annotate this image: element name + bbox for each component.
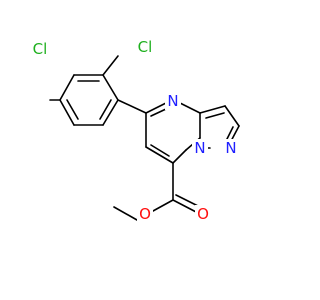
chlorine-label: Cl bbox=[138, 38, 153, 56]
bond bbox=[59, 99, 75, 126]
bond bbox=[179, 102, 201, 114]
oxygen-label: O bbox=[139, 205, 151, 223]
bond bbox=[145, 146, 174, 164]
nitrogen-label: N bbox=[167, 92, 178, 110]
label-background bbox=[137, 205, 153, 223]
double-bond-inner bbox=[66, 99, 79, 120]
label-background bbox=[165, 92, 181, 110]
bond bbox=[102, 99, 119, 126]
atom-n-pyrazole: N bbox=[223, 139, 239, 157]
bond-to-methyl bbox=[113, 206, 138, 221]
ester-group bbox=[113, 162, 201, 221]
dichlorophenyl-ring bbox=[59, 74, 119, 126]
label-background bbox=[195, 205, 211, 223]
atom-n-pyrimidine: N bbox=[165, 92, 181, 110]
bond bbox=[59, 74, 75, 101]
double-bond-inner bbox=[205, 112, 225, 119]
double-bond-inner bbox=[99, 99, 112, 120]
double-bond-inner bbox=[150, 108, 167, 117]
label-background bbox=[223, 139, 239, 157]
bond bbox=[145, 102, 167, 114]
atom-cl-top: Cl bbox=[138, 38, 153, 56]
bond-to-carbonyl-o bbox=[172, 199, 199, 214]
atom-cl-left: Cl bbox=[33, 40, 48, 58]
bond bbox=[172, 149, 187, 164]
oxygen-label: O bbox=[197, 205, 209, 223]
atom-o-ester: O bbox=[137, 205, 153, 223]
bond-phenyl-pyrimidine bbox=[117, 99, 147, 114]
nitrogen-label: N bbox=[194, 139, 205, 157]
molecule-structure-diagram: Cl Cl N N N O O bbox=[33, 38, 240, 223]
bond bbox=[102, 74, 119, 101]
bond bbox=[224, 105, 240, 127]
chlorine-label: Cl bbox=[33, 40, 48, 58]
bond bbox=[199, 105, 226, 114]
label-background bbox=[192, 139, 208, 157]
double-bond-inner bbox=[150, 144, 170, 157]
bond-to-cl-top bbox=[102, 55, 119, 76]
atom-n-bridge: N bbox=[192, 139, 208, 157]
double-bond-inner bbox=[225, 126, 234, 142]
atom-o-carbonyl: O bbox=[195, 205, 211, 223]
bond-to-ester-o bbox=[152, 199, 174, 212]
nitrogen-label: N bbox=[225, 139, 236, 157]
pyrimidine-ring bbox=[145, 102, 201, 164]
